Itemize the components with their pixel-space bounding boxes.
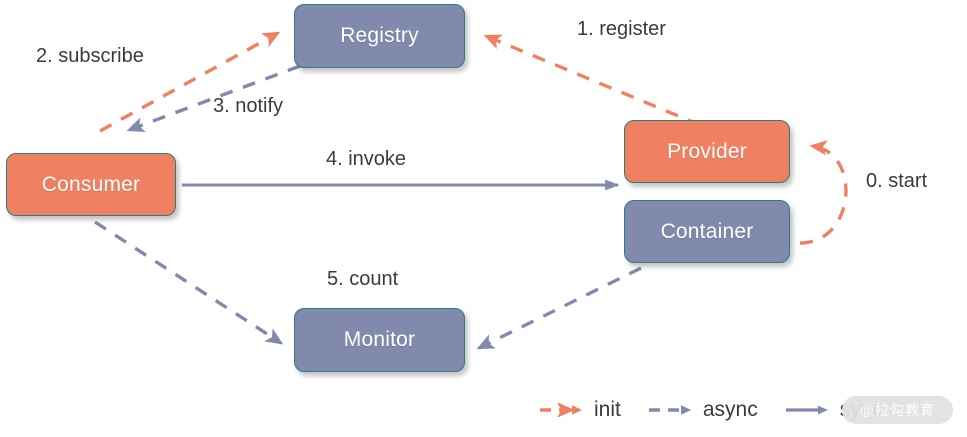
legend-item-init: init <box>538 398 621 422</box>
watermark: @拉勾教育 <box>842 396 953 424</box>
node-provider[interactable]: Provider <box>624 120 790 183</box>
edge-count-container <box>476 266 642 350</box>
node-provider-label: Provider <box>667 139 747 163</box>
legend-swatch-sync-icon <box>785 405 828 415</box>
legend-item-async: async <box>647 398 758 422</box>
edge-subscribe <box>99 31 281 133</box>
edge-count-consumer <box>94 220 284 345</box>
edge-start <box>799 140 848 245</box>
edge-label-count: 5. count <box>327 268 399 290</box>
node-consumer[interactable]: Consumer <box>6 153 176 216</box>
edge-label-subscribe: 2. subscribe <box>36 45 144 67</box>
node-registry-label: Registry <box>340 24 419 47</box>
node-monitor-label: Monitor <box>343 328 416 351</box>
node-monitor[interactable]: Monitor <box>294 308 465 372</box>
node-container[interactable]: Container <box>624 200 790 263</box>
legend-label-init: init <box>594 398 621 421</box>
edge-label-invoke: 4. invoke <box>326 148 407 170</box>
edge-label-notify: 3. notify <box>213 95 284 117</box>
edge-label-start: 0. start <box>866 170 928 192</box>
legend-swatch-async-icon <box>648 405 691 415</box>
edge-register <box>483 34 701 127</box>
edge-label-register: 1. register <box>577 18 666 40</box>
legend-label-async: async <box>702 398 758 421</box>
node-consumer-label: Consumer <box>41 172 141 196</box>
node-container-label: Container <box>660 219 754 243</box>
node-registry[interactable]: Registry <box>294 4 465 68</box>
legend: init async sync <box>538 392 883 428</box>
legend-swatch-init-icon <box>540 403 582 417</box>
edge-notify <box>126 64 301 133</box>
